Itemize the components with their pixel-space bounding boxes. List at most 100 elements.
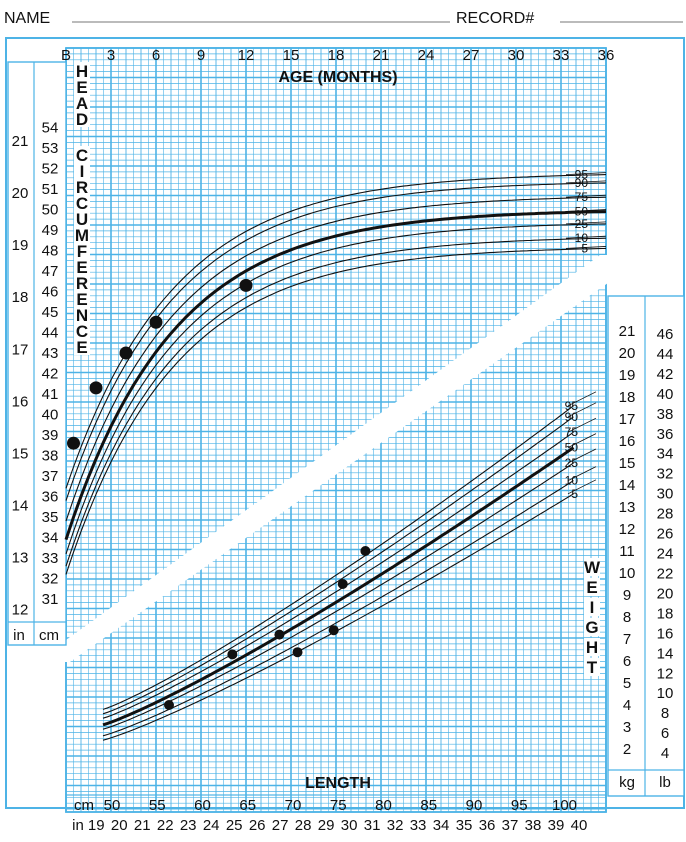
weight-percentile-label: 5 [571, 487, 578, 501]
inch-tick-label: 13 [12, 550, 29, 567]
kg-tick-label: 18 [619, 389, 636, 406]
head-percentile-label: 50 [575, 205, 589, 219]
cm-tick-label: 51 [42, 181, 59, 198]
chart-grid [5, 37, 685, 813]
kg-tick-label: 11 [619, 543, 635, 560]
age-tick-label: 21 [373, 47, 390, 64]
title-letter: N [76, 306, 88, 325]
cm-tick-label: 47 [42, 263, 59, 280]
bottom-unit-in: in [72, 817, 84, 834]
length-inch-tick: 24 [203, 817, 220, 834]
cm-tick-label: 31 [42, 591, 59, 608]
kg-tick-label: 12 [619, 521, 636, 538]
cm-tick-label: 39 [42, 427, 59, 444]
length-inch-tick: 34 [433, 817, 450, 834]
age-tick-label: 15 [283, 47, 300, 64]
length-inch-tick: 35 [456, 817, 473, 834]
title-letter: C [76, 322, 88, 341]
head-percentile-label: 5 [581, 241, 588, 255]
head-percentile-label: 25 [575, 217, 589, 231]
title-backdrop [74, 178, 90, 195]
cm-tick-label: 32 [42, 571, 59, 588]
length-inch-tick: 40 [571, 817, 588, 834]
cm-tick-label: 52 [42, 161, 59, 178]
length-inch-tick: 28 [295, 817, 312, 834]
title-backdrop [584, 578, 600, 596]
kg-tick-label: 3 [623, 719, 631, 736]
length-cm-tick: 50 [104, 797, 121, 814]
length-cm-tick: 90 [466, 797, 483, 814]
weight-percentile-label: 10 [565, 474, 579, 488]
cm-tick-label: 45 [42, 304, 59, 321]
kg-tick-label: 7 [623, 631, 631, 648]
length-cm-tick: 80 [375, 797, 392, 814]
weight-measurement-point [337, 579, 348, 589]
length-inch-tick: 33 [410, 817, 427, 834]
head-measurement-point [67, 436, 80, 450]
weight-measurement-point [164, 700, 175, 710]
head-percentile-curve [64, 210, 606, 541]
lb-tick-label: 40 [657, 386, 674, 403]
title-backdrop [74, 62, 90, 79]
record-label: RECORD# [456, 10, 534, 27]
length-inch-tick: 20 [111, 817, 128, 834]
lb-tick-label: 30 [657, 486, 674, 503]
title-backdrop [74, 146, 90, 163]
weight-percentile-curve [102, 446, 575, 727]
title-backdrop [584, 658, 600, 676]
cm-tick-label: 42 [42, 366, 59, 383]
percentile-leader [567, 417, 597, 433]
right-scale-panel [607, 295, 685, 797]
lb-tick-label: 42 [657, 366, 674, 383]
age-tick-label: 6 [152, 47, 160, 64]
title-backdrop [74, 194, 90, 211]
inch-tick-label: 12 [12, 602, 29, 619]
title-letter: H [586, 638, 598, 657]
unit-lb-label: lb [659, 774, 671, 791]
title-letter: I [80, 162, 85, 181]
percentile-leader [565, 194, 607, 198]
kg-tick-label: 13 [619, 499, 636, 516]
lb-tick-label: 28 [657, 506, 674, 523]
age-tick-label: 18 [328, 47, 345, 64]
inch-tick-label: 19 [12, 237, 29, 254]
length-cm-tick: 95 [511, 797, 528, 814]
kg-tick-label: 20 [619, 345, 636, 362]
title-letter: A [76, 94, 88, 113]
title-letter: I [590, 598, 595, 617]
percentile-leader [565, 235, 607, 239]
length-inch-tick: 36 [479, 817, 496, 834]
cm-tick-label: 49 [42, 222, 59, 239]
x-axis-title: AGE (MONTHS) [278, 69, 397, 86]
kg-tick-label: 19 [619, 367, 636, 384]
head-percentile-label: 95 [575, 168, 589, 182]
cm-tick-label: 50 [42, 202, 59, 219]
title-backdrop [74, 322, 90, 339]
lb-tick-label: 14 [657, 645, 674, 662]
lb-tick-label: 18 [657, 605, 674, 622]
weight-percentile-curve [102, 405, 574, 710]
lb-tick-label: 26 [657, 526, 674, 543]
title-letter: C [76, 146, 88, 165]
lb-tick-label: 46 [657, 326, 674, 343]
cm-tick-label: 33 [42, 550, 59, 567]
weight-measurement-point [227, 649, 238, 660]
kg-tick-label: 17 [619, 411, 636, 428]
title-backdrop [74, 242, 90, 259]
length-cm-tick: 60 [194, 797, 211, 814]
percentile-leader [567, 479, 597, 495]
kg-tick-label: 8 [623, 609, 631, 626]
length-inch-tick: 22 [157, 817, 174, 834]
title-letter: E [76, 258, 87, 277]
unit-in-label: in [13, 627, 25, 644]
kg-tick-label: 10 [619, 565, 636, 582]
lb-tick-label: 16 [657, 625, 674, 642]
title-letter: C [76, 194, 88, 213]
lb-tick-label: 12 [657, 665, 674, 682]
lb-tick-label: 24 [657, 546, 674, 563]
length-inch-tick: 30 [341, 817, 358, 834]
cm-tick-label: 46 [42, 284, 59, 301]
percentile-leader [565, 221, 607, 225]
cm-tick-label: 44 [42, 325, 59, 342]
length-inch-tick: 21 [134, 817, 151, 834]
